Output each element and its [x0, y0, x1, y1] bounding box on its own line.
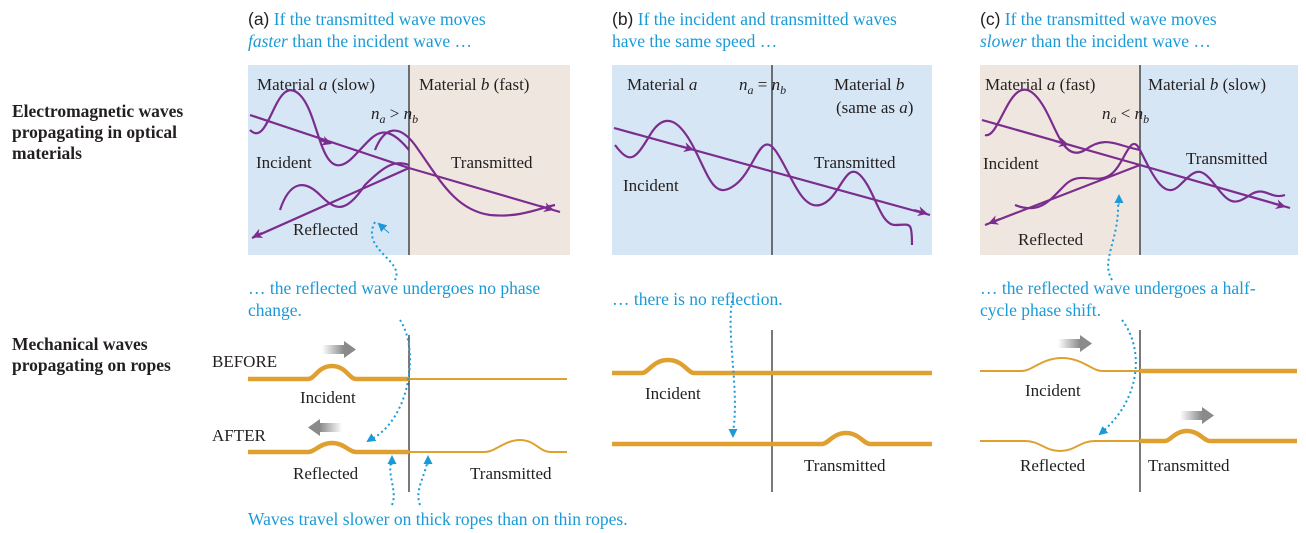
panel-b-transmitted-label: Transmitted — [814, 153, 896, 172]
rope-b-transmitted-label: Transmitted — [804, 456, 886, 475]
rope-a-after-label: AFTER — [212, 426, 267, 445]
panel-b-ray — [613, 126, 931, 217]
panel-c-transmitted-label: Transmitted — [1186, 149, 1268, 168]
note-c: … the reflected wave undergoes a half-cy… — [980, 278, 1256, 320]
panel-b-right-material-note: (same as a) — [836, 98, 913, 117]
panel-c-left-material: Material a (fast) — [985, 75, 1095, 94]
rope-c-note-arrow — [1101, 319, 1137, 433]
panel-a-right-material: Material b (fast) — [419, 75, 529, 94]
caption-c-tag: (c) — [980, 9, 1001, 29]
caption-c-text2: than the incident wave … — [1031, 31, 1211, 51]
rope-c-transmitted-label: Transmitted — [1148, 456, 1230, 475]
rope-b-before — [612, 357, 932, 376]
caption-b: (b) If the incident and transmitted wave… — [612, 8, 927, 52]
panel-c-incident-ray — [981, 118, 1141, 167]
caption-a-text1: If the transmitted wave moves — [273, 9, 486, 29]
rope-a-before-label: BEFORE — [212, 352, 277, 371]
rope-c-after-thin — [980, 440, 1140, 453]
panel-a-reflected-label: Reflected — [293, 220, 359, 239]
panel-c-transmitted-wave — [1139, 149, 1286, 203]
panel-b-medium — [612, 65, 932, 255]
rope-a-incident-label: Incident — [300, 388, 356, 407]
rope-a-before-thick — [248, 363, 409, 382]
panel-c-slow-medium — [1140, 65, 1298, 255]
panel-a-reflected-ray — [251, 166, 410, 240]
caption-c: (c) If the transmitted wave moves slower… — [980, 8, 1285, 52]
panel-b-right-material: Material b — [834, 75, 904, 94]
panel-a-incident-wave — [249, 89, 410, 167]
panel-c-right-material: Material b (slow) — [1148, 75, 1266, 94]
row-label-em: Electromagnetic waves propagating in opt… — [12, 101, 184, 163]
row-label-rope: Mechanical waves propagating on ropes — [12, 334, 171, 375]
caption-a-text2: than the incident wave … — [292, 31, 473, 51]
panel-c-reflected-wave — [1014, 142, 1141, 210]
caption-b-text: If the incident and transmitted waves ha… — [612, 9, 897, 51]
panel-b-relation: na = nb — [739, 75, 786, 97]
rope-c-incident-label: Incident — [1025, 381, 1081, 400]
caption-a: (a) If the transmitted wave moves faster… — [248, 8, 548, 52]
caption-a-tag: (a) — [248, 9, 270, 29]
rope-a-transmitted-label: Transmitted — [470, 464, 552, 483]
note-a: … the reflected wave undergoes no phase … — [248, 278, 541, 320]
panel-a-fast-medium — [409, 65, 570, 255]
rope-b-after — [612, 430, 932, 447]
panel-a-arrow-up — [371, 221, 398, 281]
rope-a-after-arrow — [320, 423, 342, 432]
rope-c-reflected-label: Reflected — [1020, 456, 1086, 475]
panel-c-transmitted-ray — [1139, 163, 1291, 210]
rope-c-before-thin — [980, 356, 1140, 372]
panel-c-incident-wave — [984, 88, 1141, 154]
rope-c-before-arrow — [1058, 339, 1080, 348]
panel-a-left-material: Material a (slow) — [257, 75, 375, 94]
panel-b-wave — [614, 119, 914, 246]
panel-a-transmitted-wave — [373, 129, 556, 217]
panel-a-incident-label: Incident — [256, 153, 312, 172]
rope-a-reflected-label: Reflected — [293, 464, 359, 483]
rope-c-after-thick — [1140, 428, 1297, 444]
panel-c-arrow-up — [1107, 199, 1120, 281]
rope-b-note-arrow — [729, 295, 736, 433]
panel-a-slow-medium — [248, 65, 409, 255]
note-b: … there is no reflection. — [612, 289, 783, 309]
panel-a-transmitted-label: Transmitted — [451, 153, 533, 172]
panel-a-incident-ray — [249, 113, 410, 170]
rope-c-after-arrow — [1180, 411, 1202, 420]
panel-a-reflected-wave — [278, 162, 410, 211]
rope-a-after-thick — [248, 440, 409, 455]
rope-a-before-arrow — [322, 345, 344, 354]
footer-arrow-thick — [389, 457, 395, 506]
panel-c-reflected-label: Reflected — [1018, 230, 1084, 249]
panel-c-incident-label: Incident — [983, 154, 1039, 173]
rope-a-after-thin — [409, 438, 567, 453]
caption-b-tag: (b) — [612, 9, 634, 29]
panel-b-incident-label: Incident — [623, 176, 679, 195]
caption-a-emph: faster — [248, 31, 288, 51]
panel-c-fast-medium — [980, 65, 1140, 255]
panel-c-relation: na < nb — [1102, 104, 1149, 126]
panel-a-transmitted-ray — [408, 166, 561, 214]
rope-a-note-arrow — [369, 319, 411, 441]
footer-arrow-thin — [417, 457, 429, 506]
panel-b-left-material: Material a — [627, 75, 697, 94]
caption-c-text1: If the transmitted wave moves — [1004, 9, 1217, 29]
panel-a-relation: na > nb — [371, 104, 418, 126]
rope-b-incident-label: Incident — [645, 384, 701, 403]
panel-c-reflected-ray — [984, 163, 1141, 227]
footer-note: Waves travel slower on thick ropes than … — [248, 509, 628, 529]
caption-c-emph: slower — [980, 31, 1027, 51]
